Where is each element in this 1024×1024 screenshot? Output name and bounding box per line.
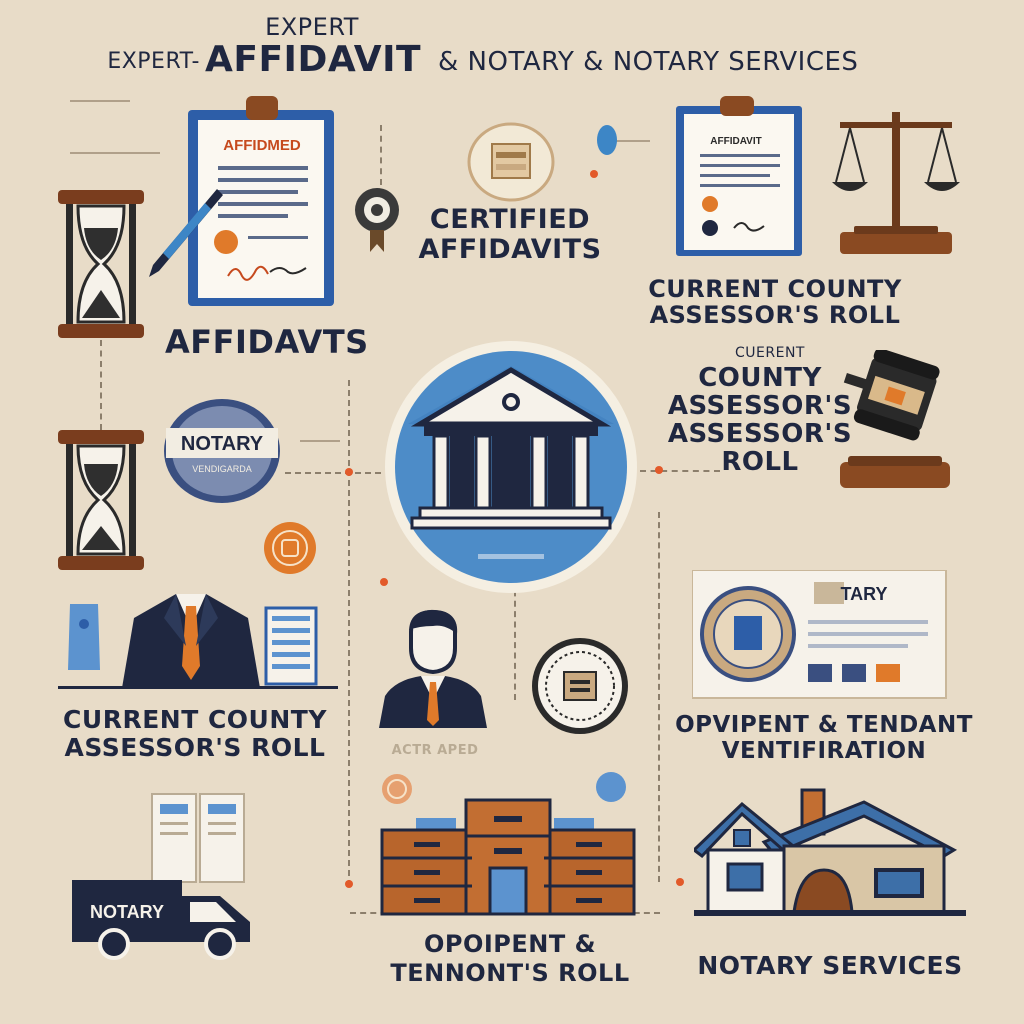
decorative-line xyxy=(300,440,340,442)
title-small: EXPERT xyxy=(265,13,359,41)
notary-badge-icon: NOTARY VENDIGARDA xyxy=(162,396,282,506)
label-assessor-center-small: CUERENT xyxy=(735,345,805,361)
certified-stamp-icon xyxy=(466,122,556,202)
person-caption: ACTR APED xyxy=(391,743,479,758)
truck-text: NOTARY xyxy=(90,902,164,922)
business-suit-icon xyxy=(116,588,266,692)
blue-pin-icon xyxy=(596,124,618,158)
connector-hourglass xyxy=(100,340,102,430)
notary-card-icon: TARY xyxy=(692,570,948,700)
doc2-header: AFFIDAVIT xyxy=(710,136,761,147)
wax-seal-icon xyxy=(352,186,402,256)
connector-left-horizontal xyxy=(285,472,381,474)
connector-dot xyxy=(380,578,388,586)
label-occupant-bottom: OPOIPENT & TENNONT'S ROLL xyxy=(390,930,630,987)
label-occupant-right: OPVIPENT & TENDANT VENTIFIRATION xyxy=(675,712,973,765)
blue-tag-icon xyxy=(64,600,104,674)
divider-line xyxy=(58,686,338,689)
hourglass-icon xyxy=(58,190,144,338)
connector-center-vertical xyxy=(514,580,516,700)
ledger-sheet-icon xyxy=(264,606,318,686)
title-prefix: EXPERT- xyxy=(107,49,200,74)
decorative-line xyxy=(70,152,160,154)
notary-badge-text: NOTARY xyxy=(181,433,264,455)
orange-seal-icon xyxy=(380,772,414,806)
connector-right-vertical xyxy=(658,512,660,882)
label-assessor-top-right: CURRENT COUNTY ASSESSOR'S ROLL xyxy=(648,275,902,330)
doc-header: AFFIDMED xyxy=(223,137,301,154)
house-icon xyxy=(694,780,966,920)
decorative-line xyxy=(610,140,650,142)
connector-dot xyxy=(345,468,353,476)
label-affidavits: AFFIDAVTS xyxy=(165,323,369,361)
scales-of-justice-icon xyxy=(830,108,962,258)
file-cabinets-icon xyxy=(378,798,638,918)
person-icon xyxy=(375,608,491,732)
orange-seal-icon xyxy=(262,520,318,576)
connector-dot xyxy=(345,880,353,888)
title-rest: & NOTARY & NOTARY SERVICES xyxy=(438,47,859,77)
connector-left-vertical xyxy=(348,380,350,886)
card-header: TARY xyxy=(841,584,888,604)
connector-dot xyxy=(676,878,684,886)
affidavit-clipboard-icon: AFFIDMED xyxy=(188,96,336,308)
connector-right-horizontal xyxy=(640,470,720,472)
hourglass-icon xyxy=(58,430,144,570)
courthouse-emblem xyxy=(380,336,642,598)
label-certified: CERTIFIED AFFIDAVITS xyxy=(418,204,602,265)
label-assessor-center: COUNTY ASSESSOR'S ASSESSOR'S ROLL xyxy=(667,363,853,478)
notary-badge-sub: VENDIGARDA xyxy=(192,464,252,474)
document-pair-icon xyxy=(150,792,250,884)
connector-dot xyxy=(590,170,598,178)
blue-badge-icon xyxy=(594,770,628,804)
connector-top xyxy=(380,125,382,185)
connector-dot xyxy=(655,466,663,474)
notary-truck-icon: NOTARY xyxy=(70,872,260,964)
label-assessor-bottom-left: CURRENT COUNTY ASSESSOR'S ROLL xyxy=(63,705,327,762)
certificate-seal-icon xyxy=(530,636,630,736)
label-notary-services: NOTARY SERVICES xyxy=(697,951,963,980)
title-main: AFFIDAVIT xyxy=(205,39,422,80)
gavel-icon xyxy=(836,350,954,492)
pen-icon xyxy=(145,185,225,280)
affidavit-document-icon: AFFIDAVIT xyxy=(676,96,804,258)
decorative-line xyxy=(70,100,130,102)
